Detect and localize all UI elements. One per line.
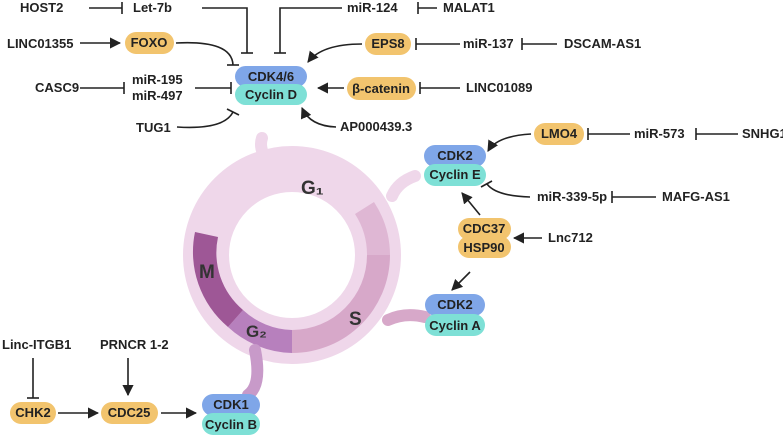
cdk2-e-label: CDK2 bbox=[437, 148, 472, 163]
inhibit-foxo-cdk46 bbox=[175, 41, 234, 66]
foxo-label: FOXO bbox=[131, 35, 168, 50]
mafg-label: MAFG-AS1 bbox=[662, 189, 730, 204]
dscam-label: DSCAM-AS1 bbox=[564, 36, 641, 51]
snhg1-label: SNHG1 bbox=[742, 126, 783, 141]
lmo4-label: LMO4 bbox=[541, 126, 578, 141]
phase-m-label: M bbox=[199, 262, 215, 283]
connectors bbox=[27, 2, 738, 419]
mir124-label: miR-124 bbox=[347, 0, 398, 15]
malat1-label: MALAT1 bbox=[443, 0, 495, 15]
mir195-label: miR-195 bbox=[132, 72, 183, 87]
lnc712-label: Lnc712 bbox=[548, 230, 593, 245]
cdk2-a-label: CDK2 bbox=[437, 297, 472, 312]
arrow-ap000439-cdk46 bbox=[300, 106, 337, 128]
tug1-label: TUG1 bbox=[136, 120, 171, 135]
arrow-cdc37-cdk2a bbox=[451, 271, 471, 291]
host2-label: HOST2 bbox=[20, 0, 63, 15]
arrow-lmo4-cdk2e bbox=[487, 133, 532, 152]
cyclin-a-label: Cyclin A bbox=[429, 318, 481, 333]
phase-g2-label: G₂ bbox=[246, 322, 267, 341]
node-beta-catenin: β-catenin bbox=[347, 77, 416, 100]
eps8-label: EPS8 bbox=[371, 36, 404, 51]
cell-cycle-ring: G₁ S G₂ M bbox=[183, 132, 431, 401]
prncr-label: PRNCR 1-2 bbox=[100, 337, 169, 352]
node-eps8: EPS8 bbox=[365, 33, 411, 55]
chk2-label: CHK2 bbox=[15, 405, 50, 420]
ring-m-segment bbox=[192, 232, 243, 327]
node-foxo: FOXO bbox=[125, 32, 174, 54]
cdc25-label: CDC25 bbox=[108, 405, 151, 420]
inhibit-let7b-cdk46 bbox=[202, 7, 248, 53]
hsp90-label: HSP90 bbox=[463, 240, 504, 255]
ap000439-label: AP000439.3 bbox=[340, 119, 412, 134]
node-lmo4: LMO4 bbox=[534, 123, 584, 145]
mir497-label: miR-497 bbox=[132, 88, 183, 103]
node-chk2: CHK2 bbox=[10, 402, 56, 424]
cyclin-d-label: Cyclin D bbox=[245, 87, 297, 102]
spoke-cyclin-e bbox=[386, 170, 421, 202]
phase-g1-label: G₁ bbox=[301, 178, 324, 199]
inhibit-tug1-cdk46 bbox=[176, 111, 234, 129]
cyclin-b-label: Cyclin B bbox=[205, 417, 257, 432]
linc01355-label: LINC01355 bbox=[7, 36, 73, 51]
text-labels: HOST2 Let-7b miR-124 MALAT1 LINC01355 mi… bbox=[2, 0, 783, 352]
complex-cdk1-cyclin-b: CDK1 Cyclin B bbox=[202, 394, 260, 435]
complex-cdk2-cyclin-a: CDK2 Cyclin A bbox=[425, 294, 485, 336]
complex-cdk2-cyclin-e: CDK2 Cyclin E bbox=[424, 145, 486, 186]
cyclin-e-label: Cyclin E bbox=[429, 167, 481, 182]
inhibit-mir339-cdk2e bbox=[486, 183, 531, 198]
let7b-label: Let-7b bbox=[133, 0, 172, 15]
complex-cdc37-hsp90: CDC37 HSP90 bbox=[458, 218, 511, 258]
catenin-label: β-catenin bbox=[352, 81, 410, 96]
casc9-label: CASC9 bbox=[35, 80, 79, 95]
lincitgb1-label: Linc-ITGB1 bbox=[2, 337, 71, 352]
node-cdc25: CDC25 bbox=[101, 402, 158, 424]
spoke-cyclin-a bbox=[382, 309, 431, 326]
ring-s-segment bbox=[292, 255, 390, 353]
arrow-cdc37-cdk2e bbox=[461, 192, 481, 216]
mir339-label: miR-339-5p bbox=[537, 189, 607, 204]
mir137-label: miR-137 bbox=[463, 36, 514, 51]
phase-s-label: S bbox=[349, 309, 362, 330]
cdk1-label: CDK1 bbox=[213, 397, 248, 412]
inhibit-mir124-cdk46 bbox=[279, 7, 342, 53]
mir573-label: miR-573 bbox=[634, 126, 685, 141]
cdk46-label: CDK4/6 bbox=[248, 69, 294, 84]
spoke-cyclin-d bbox=[255, 132, 276, 170]
ring-g2-segment bbox=[228, 310, 292, 353]
spoke-cyclin-b bbox=[242, 344, 264, 401]
linc01089-label: LINC01089 bbox=[466, 80, 532, 95]
arrow-eps8-cdk46 bbox=[307, 43, 363, 63]
complex-cdk46: CDK4/6 Cyclin D bbox=[235, 66, 307, 105]
ring-s-upper-segment bbox=[355, 202, 390, 255]
cdc37-label: CDC37 bbox=[463, 221, 506, 236]
